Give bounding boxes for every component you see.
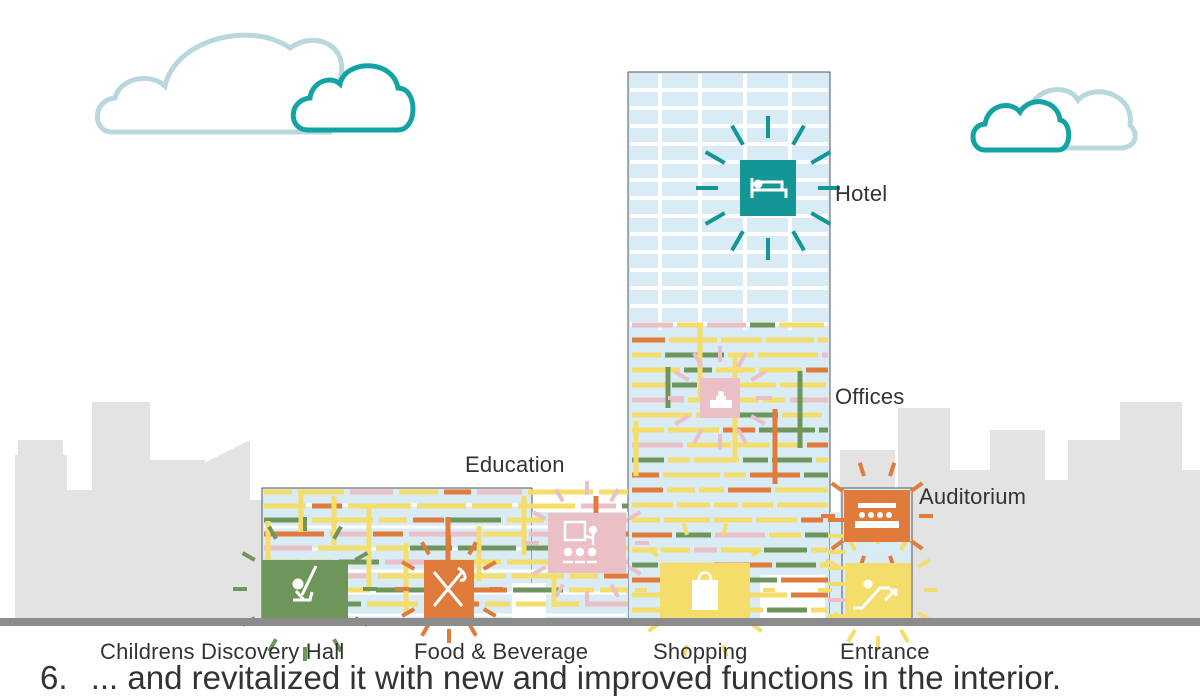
entrance-box bbox=[845, 563, 911, 618]
label-education: Education bbox=[465, 452, 565, 477]
caption-text: ... and revitalized it with new and impr… bbox=[90, 659, 1062, 696]
bed-icon bbox=[750, 178, 788, 198]
ray bbox=[673, 414, 690, 426]
ray bbox=[627, 510, 642, 521]
desk-icon bbox=[710, 391, 732, 408]
ray bbox=[401, 560, 416, 571]
cloud-left-front bbox=[290, 63, 416, 133]
shopping-bag-icon bbox=[692, 571, 718, 610]
ray bbox=[810, 150, 832, 165]
ray bbox=[704, 211, 726, 226]
label-childrens-discovery-hall: Childrens Discovery Hall bbox=[100, 639, 345, 664]
ground-line bbox=[0, 618, 1200, 626]
ray bbox=[846, 628, 857, 643]
ray bbox=[791, 124, 806, 146]
ray bbox=[354, 551, 369, 562]
ray bbox=[810, 211, 832, 226]
ray bbox=[791, 230, 806, 252]
ray bbox=[750, 414, 767, 426]
ray bbox=[267, 525, 278, 540]
audience-icon bbox=[855, 503, 899, 528]
ray bbox=[721, 522, 729, 536]
ray bbox=[692, 428, 704, 445]
label-hotel: Hotel bbox=[835, 181, 888, 206]
ray bbox=[909, 539, 924, 551]
ray bbox=[267, 638, 278, 653]
ray bbox=[467, 541, 478, 556]
ray bbox=[681, 644, 689, 658]
label-auditorium: Auditorium bbox=[919, 484, 1027, 509]
education-box bbox=[548, 513, 626, 573]
ray bbox=[332, 638, 343, 653]
swing-icon bbox=[292, 565, 318, 602]
ray bbox=[888, 462, 897, 477]
label-entrance: Entrance bbox=[840, 639, 930, 664]
ray bbox=[627, 565, 642, 576]
label-food-beverage: Food & Beverage bbox=[414, 639, 589, 664]
ray bbox=[825, 558, 840, 569]
cloud-right-front bbox=[970, 99, 1072, 153]
ray bbox=[730, 124, 745, 146]
food-beverage-box bbox=[424, 560, 474, 618]
ray bbox=[750, 547, 763, 558]
ray bbox=[609, 583, 620, 598]
ray bbox=[736, 428, 748, 445]
ray bbox=[736, 351, 748, 368]
ray bbox=[554, 488, 565, 503]
hotel-box bbox=[740, 160, 796, 216]
classroom-icon bbox=[563, 520, 598, 564]
ray bbox=[857, 462, 866, 477]
ray bbox=[420, 541, 431, 556]
fork-knife-icon bbox=[432, 566, 467, 607]
ray bbox=[750, 370, 767, 382]
label-offices: Offices bbox=[835, 384, 905, 409]
ray bbox=[532, 510, 547, 521]
offices-box bbox=[700, 378, 740, 418]
ray bbox=[730, 230, 745, 252]
ray bbox=[704, 150, 726, 165]
cloud-left-back bbox=[94, 32, 345, 135]
ray bbox=[692, 351, 704, 368]
auditorium-box bbox=[844, 490, 910, 542]
caption-number: 6. bbox=[40, 659, 68, 696]
ray bbox=[721, 644, 729, 658]
ray bbox=[830, 539, 845, 551]
ray bbox=[647, 547, 660, 558]
ray bbox=[830, 481, 845, 493]
label-shopping: Shopping bbox=[653, 639, 748, 664]
ray bbox=[609, 488, 620, 503]
ray bbox=[401, 607, 416, 618]
ray bbox=[673, 370, 690, 382]
ray bbox=[482, 607, 497, 618]
ray bbox=[482, 560, 497, 571]
escalator-icon bbox=[853, 579, 898, 610]
ray bbox=[241, 551, 256, 562]
shopping-box bbox=[660, 563, 750, 618]
ray bbox=[681, 522, 689, 536]
ray bbox=[909, 481, 924, 493]
ray bbox=[899, 628, 910, 643]
childrens-discovery-hall-box bbox=[262, 560, 348, 618]
ray bbox=[554, 583, 565, 598]
caption: 6. ... and revitalized it with new and i… bbox=[40, 660, 1061, 696]
ray bbox=[916, 558, 931, 569]
ray bbox=[332, 525, 343, 540]
ray bbox=[532, 565, 547, 576]
